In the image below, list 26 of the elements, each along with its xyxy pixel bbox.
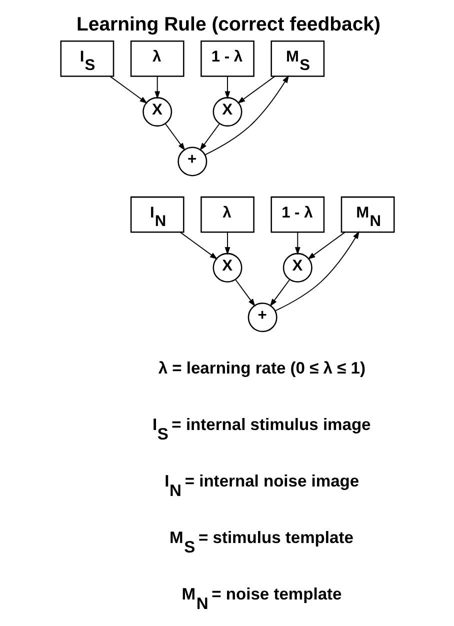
arrow: [224, 232, 230, 255]
arrow: [109, 76, 148, 104]
arrow: [294, 232, 300, 255]
arrow: [179, 232, 218, 260]
arrow: [199, 123, 220, 151]
node-circle: +: [177, 146, 207, 176]
arrow: [164, 123, 185, 151]
node-box: 1 - λ: [200, 40, 254, 77]
arrow: [154, 76, 160, 100]
node-box: λ: [130, 40, 184, 77]
arrow: [234, 279, 255, 307]
arrow: [274, 231, 359, 312]
node-circle: X: [212, 97, 242, 127]
diagram-title: Learning Rule (correct feedback): [76, 13, 380, 36]
arrow: [224, 76, 230, 100]
node-circle: +: [247, 302, 277, 332]
node-box: λ: [200, 196, 254, 233]
node-box: 1 - λ: [270, 196, 324, 233]
arrow: [236, 76, 275, 104]
node-circle: X: [212, 252, 242, 282]
node-circle: X: [142, 97, 172, 127]
label: λ = learning rate (0 ≤ λ ≤ 1): [158, 358, 365, 378]
arrow: [204, 75, 289, 156]
node-circle: X: [282, 252, 312, 282]
arrow: [306, 232, 345, 260]
arrow: [269, 279, 290, 307]
